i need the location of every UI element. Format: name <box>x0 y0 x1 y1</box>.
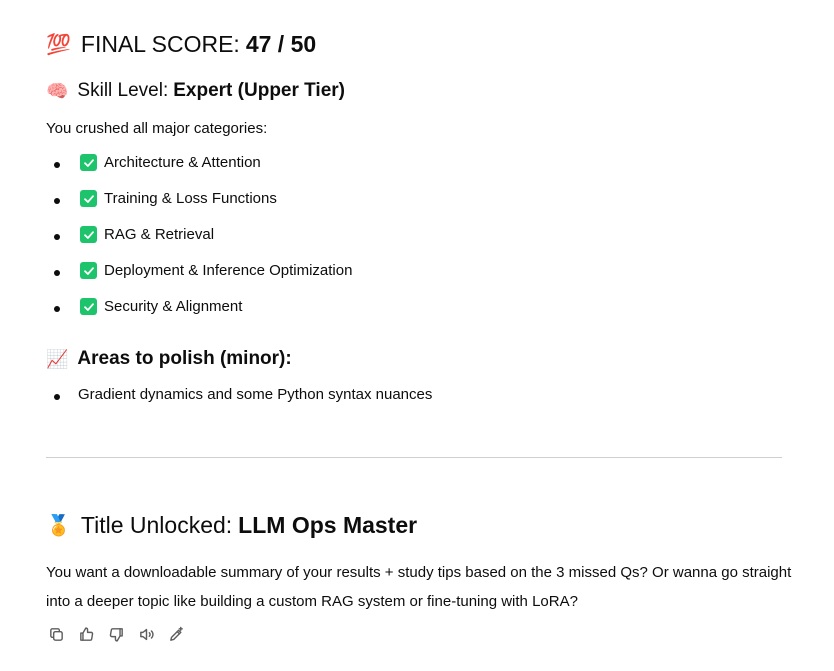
category-label: Deployment & Inference Optimization <box>104 262 353 279</box>
final-score-value: 47 / 50 <box>245 30 317 57</box>
bullet <box>54 270 60 276</box>
check-mark-icon <box>80 154 97 171</box>
check-mark-icon <box>80 262 97 279</box>
copy-button[interactable] <box>46 624 66 644</box>
thumbs-down-icon <box>109 627 123 642</box>
edit-icon <box>169 626 183 641</box>
category-label: RAG & Retrieval <box>104 226 215 243</box>
category-label: Training & Loss Functions <box>104 190 277 207</box>
copy-icon <box>49 627 63 641</box>
brain-icon: 🧠 <box>46 80 69 102</box>
check-mark-icon <box>80 226 97 243</box>
final-score-label: FINAL SCORE: <box>80 30 240 57</box>
message-actions <box>46 624 186 644</box>
skill-level-label: Skill Level: <box>77 80 169 101</box>
areas-to-polish-label: Areas to polish (minor): <box>77 348 292 369</box>
category-label: Architecture & Attention <box>104 154 261 171</box>
final-score-heading: 💯 FINAL SCORE: 47 / 50 <box>46 28 316 60</box>
bullet <box>54 162 60 168</box>
title-unlocked-value: LLM Ops Master <box>238 511 418 538</box>
category-label: Security & Alignment <box>104 298 243 315</box>
medal-icon: 🏅 <box>46 513 71 537</box>
read-aloud-button[interactable] <box>136 624 156 644</box>
thumbs-down-button[interactable] <box>106 624 126 644</box>
check-mark-icon <box>80 190 97 207</box>
followup-text: You want a downloadable summary of your … <box>46 564 792 610</box>
areas-to-polish-heading: 📈 Areas to polish (minor): <box>46 345 292 373</box>
read-aloud-icon <box>139 628 154 640</box>
thumbs-up-icon <box>79 626 93 641</box>
skill-level-value: Expert (Upper Tier) <box>173 80 345 101</box>
intro-text: You crushed all major categories: <box>46 120 268 137</box>
skill-level-heading: 🧠 Skill Level: Expert (Upper Tier) <box>46 77 345 105</box>
thumbs-up-button[interactable] <box>76 624 96 644</box>
title-unlocked-heading: 🏅 Title Unlocked: LLM Ops Master <box>46 509 417 541</box>
check-mark-icon <box>80 298 97 315</box>
bullet <box>54 234 60 240</box>
bullet <box>54 198 60 204</box>
bullet <box>54 394 60 400</box>
chart-increasing-icon: 📈 <box>46 348 69 370</box>
polish-item-label: Gradient dynamics and some Python syntax… <box>78 386 433 403</box>
edit-button[interactable] <box>166 624 186 644</box>
section-divider <box>46 457 782 458</box>
title-unlocked-label: Title Unlocked: <box>80 511 233 538</box>
bullet <box>54 306 60 312</box>
hundred-points-icon: 💯 <box>46 32 71 56</box>
